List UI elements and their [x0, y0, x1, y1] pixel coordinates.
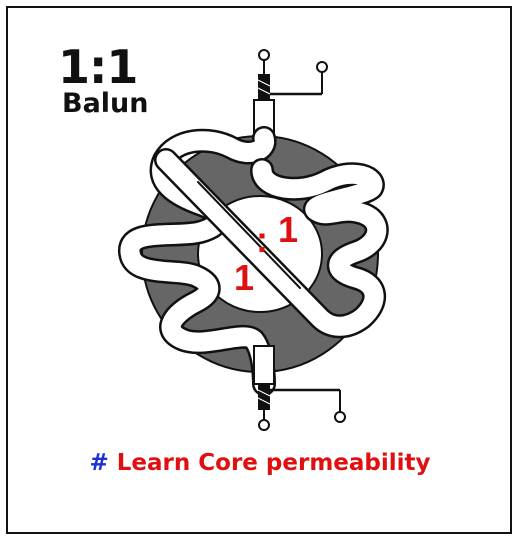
ratio-label-left: 1: [234, 257, 254, 298]
coax-winding: [118, 126, 389, 396]
bottom-connector: [253, 345, 346, 431]
ratio-label-right: 1: [278, 209, 298, 250]
balun-subtitle: Balun: [62, 88, 149, 119]
bottom-right-terminal: [334, 411, 346, 423]
bottom-coax-jacket: [253, 345, 275, 385]
ratio-label-colon: :: [256, 219, 268, 260]
top-coax-braid: [258, 74, 270, 100]
bottom-left-terminal: [258, 419, 270, 431]
bottom-coax-braid: [258, 384, 270, 410]
caption-text: Learn Core permeability: [116, 450, 431, 476]
top-right-terminal: [316, 61, 328, 73]
caption: # Learn Core permeability: [0, 452, 520, 475]
top-connector: [253, 49, 328, 139]
top-left-terminal: [258, 49, 270, 61]
hash-symbol: #: [89, 450, 109, 476]
balun-ratio-title: 1:1: [58, 40, 138, 94]
diagram-frame: [6, 6, 512, 534]
